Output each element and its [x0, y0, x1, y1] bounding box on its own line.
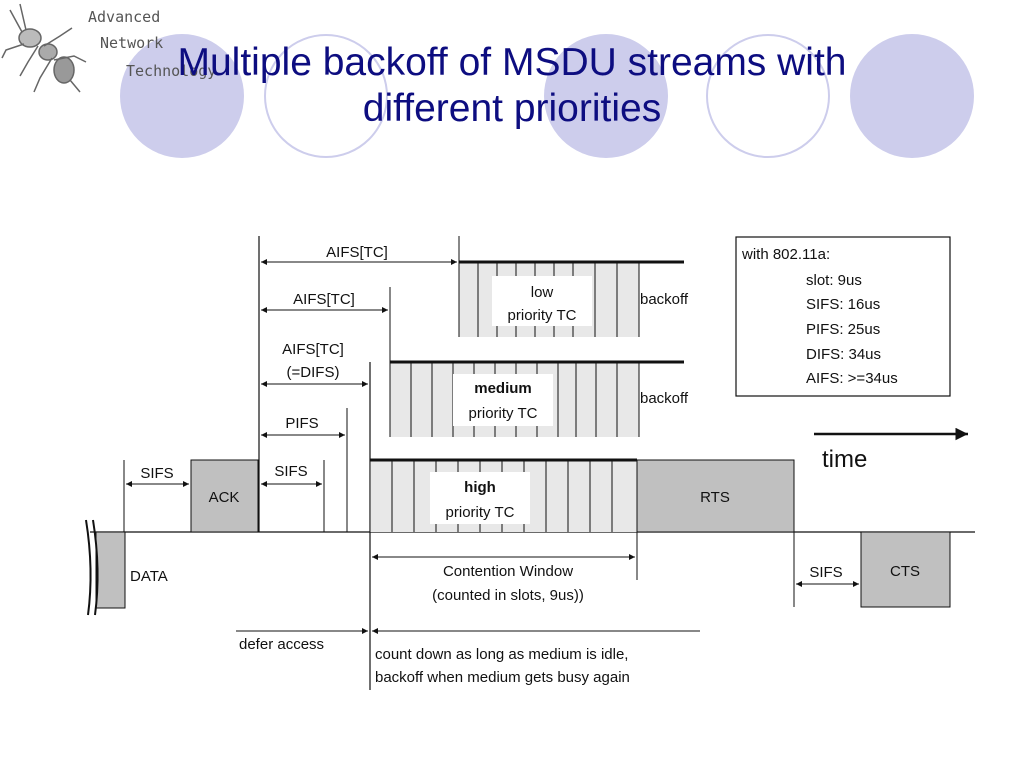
sifs-cts-label: SIFS: [809, 564, 842, 581]
high-priority-backoff: high priority TC: [369, 458, 638, 532]
info-header: with 802.11a:: [741, 246, 830, 263]
countdown-label-2: backoff when medium gets busy again: [375, 669, 630, 686]
cts-box: CTS: [860, 531, 951, 608]
info-difs: DIFS: 34us: [806, 346, 881, 363]
medium-priority-backoff: medium priority TC backoff: [389, 360, 689, 437]
sifs-ack-label: SIFS: [274, 463, 307, 480]
slide-title-line2: different priorities: [362, 87, 662, 130]
info-slot: slot: 9us: [806, 272, 862, 289]
decor-circle-3: [544, 34, 668, 158]
high-label-2: priority TC: [446, 504, 515, 521]
contention-label-2: (counted in slots, 9us)): [432, 587, 584, 604]
cts-label: CTS: [890, 563, 920, 580]
slide-title-line1: Multiple backoff of MSDU streams with: [177, 41, 847, 84]
info-aifs: AIFS: >=34us: [806, 370, 898, 387]
backoff-low-label: backoff: [640, 291, 689, 308]
aifs-low-label: AIFS[TC]: [326, 244, 388, 261]
info-pifs: PIFS: 25us: [806, 321, 880, 338]
logo-line1: Advanced: [88, 8, 161, 26]
data-box: DATA: [85, 519, 168, 616]
aifs-high-label-2: (=DIFS): [287, 364, 340, 381]
decor-circle-5: [850, 34, 974, 158]
data-label: DATA: [130, 568, 168, 585]
defer-access-label: defer access: [239, 636, 324, 653]
sifs-left-label: SIFS: [140, 465, 173, 482]
ack-label: ACK: [209, 489, 240, 506]
time-label: time: [822, 446, 867, 473]
low-priority-backoff: low priority TC backoff: [458, 260, 689, 337]
high-label-1: high: [464, 479, 496, 496]
medium-label-1: medium: [474, 380, 532, 397]
backoff-medium-label: backoff: [640, 390, 689, 407]
aifs-medium-label: AIFS[TC]: [293, 291, 355, 308]
info-sifs: SIFS: 16us: [806, 296, 880, 313]
decor-circle-4: [706, 34, 830, 158]
logo-line2: Network: [100, 34, 164, 52]
aifs-high-label-1: AIFS[TC]: [282, 341, 344, 358]
rts-box: RTS: [636, 459, 795, 533]
countdown-label-1: count down as long as medium is idle,: [375, 646, 628, 663]
medium-label-2: priority TC: [469, 405, 538, 422]
low-label-1: low: [531, 284, 554, 301]
decor-circle-2: [264, 34, 388, 158]
ack-box: ACK: [190, 459, 259, 533]
rts-label: RTS: [700, 489, 730, 506]
ant-icon: [1, 3, 87, 93]
low-label-2: priority TC: [508, 307, 577, 324]
logo: Advanced Network Technology: [0, 0, 230, 100]
contention-label-1: Contention Window: [443, 563, 573, 580]
decor-circle-1: [120, 34, 244, 158]
timing-info-box: with 802.11a: slot: 9us SIFS: 16us PIFS:…: [735, 236, 951, 397]
logo-line3: Technology: [126, 62, 217, 80]
slide-title: Multiple backoff of MSDU streams with di…: [0, 40, 1024, 132]
pifs-label: PIFS: [285, 415, 318, 432]
